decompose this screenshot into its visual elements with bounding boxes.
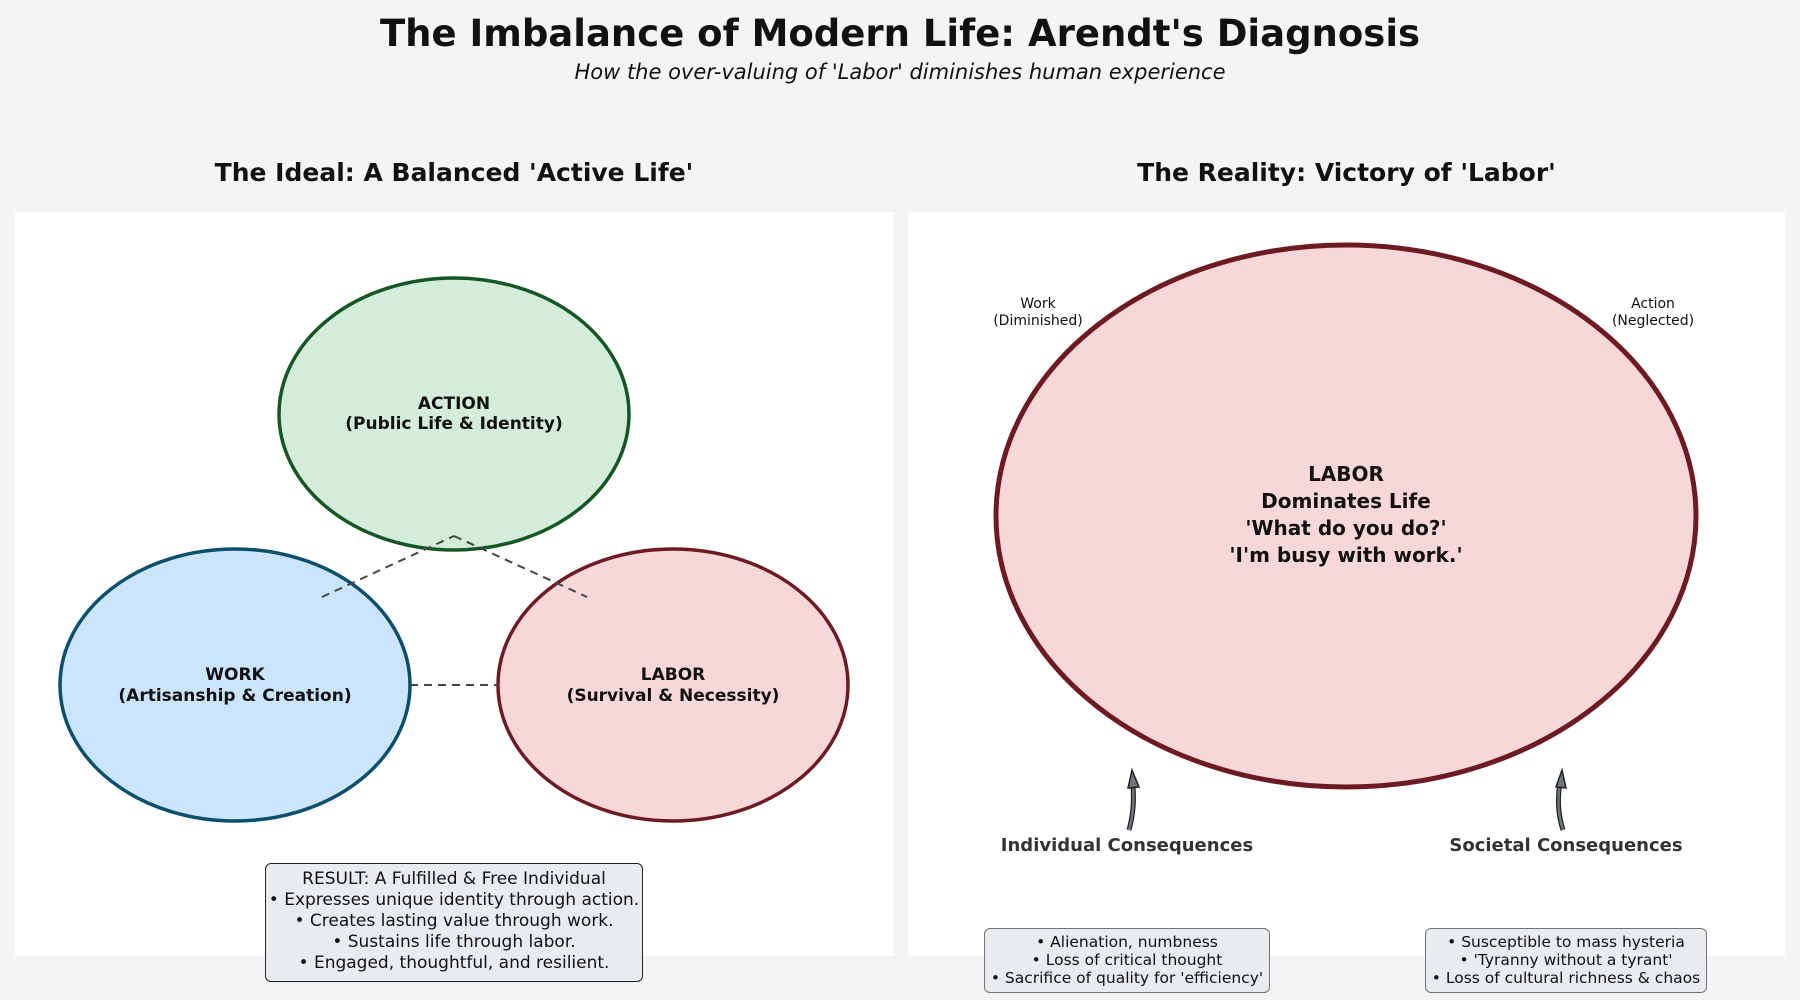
action-neglected-sublabel: (Neglected) [1612,313,1694,329]
labor-dominant-line: Dominates Life [1261,489,1431,513]
work-diminished-sublabel: (Diminished) [993,313,1083,329]
left-panel-heading: The Ideal: A Balanced 'Active Life' [214,158,694,187]
labor-dominant-title: LABOR [1308,462,1384,486]
work-label: WORK [205,665,265,685]
subtitle: How the over-valuing of 'Labor' diminish… [574,60,1226,84]
societal-item: • 'Tyranny without a tyrant' [1459,951,1673,969]
main-title: The Imbalance of Modern Life: Arendt's D… [379,12,1421,55]
societal-item: • Loss of cultural richness & chaos [1431,969,1701,987]
result-item: • Engaged, thoughtful, and resilient. [298,953,610,973]
individual-item: • Alienation, numbness [1036,933,1218,951]
societal-consequences-box: • Susceptible to mass hysteria • 'Tyrann… [1425,928,1707,993]
right-panel-heading: The Reality: Victory of 'Labor' [1137,158,1556,187]
individual-item: • Loss of critical thought [1031,951,1223,969]
work-circle [58,547,412,823]
result-item: • Creates lasting value through work. [294,911,614,931]
result-box: RESULT: A Fulfilled & Free Individual • … [265,863,643,982]
individual-arrowhead [1127,767,1141,789]
action-circle [277,276,631,552]
connector-action-labor [453,535,588,598]
labor-dominant-answer: 'I'm busy with work.' [1229,543,1462,567]
labor-dominant-circle [993,242,1699,790]
work-diminished-label: Work [1020,296,1056,312]
societal-arrowhead [1554,767,1567,789]
individual-item: • Sacrifice of quality for 'efficiency' [990,969,1264,987]
work-sublabel: (Artisanship & Creation) [118,686,351,706]
action-sublabel: (Public Life & Identity) [345,414,562,434]
result-item: • Expresses unique identity through acti… [268,890,640,910]
labor-label: LABOR [641,665,706,685]
result-item: • Sustains life through labor. [332,932,576,952]
societal-item: • Susceptible to mass hysteria [1447,933,1685,951]
result-title: RESULT: A Fulfilled & Free Individual [302,869,606,889]
individual-consequences-label: Individual Consequences [1001,835,1253,856]
action-neglected-label: Action [1631,296,1675,312]
action-label: ACTION [418,394,490,414]
labor-circle [496,547,850,823]
labor-dominant-question: 'What do you do?' [1245,516,1446,540]
labor-sublabel: (Survival & Necessity) [567,686,780,706]
societal-consequences-label: Societal Consequences [1449,835,1682,856]
connector-action-work [321,535,455,598]
individual-consequences-box: • Alienation, numbness • Loss of critica… [984,928,1270,993]
